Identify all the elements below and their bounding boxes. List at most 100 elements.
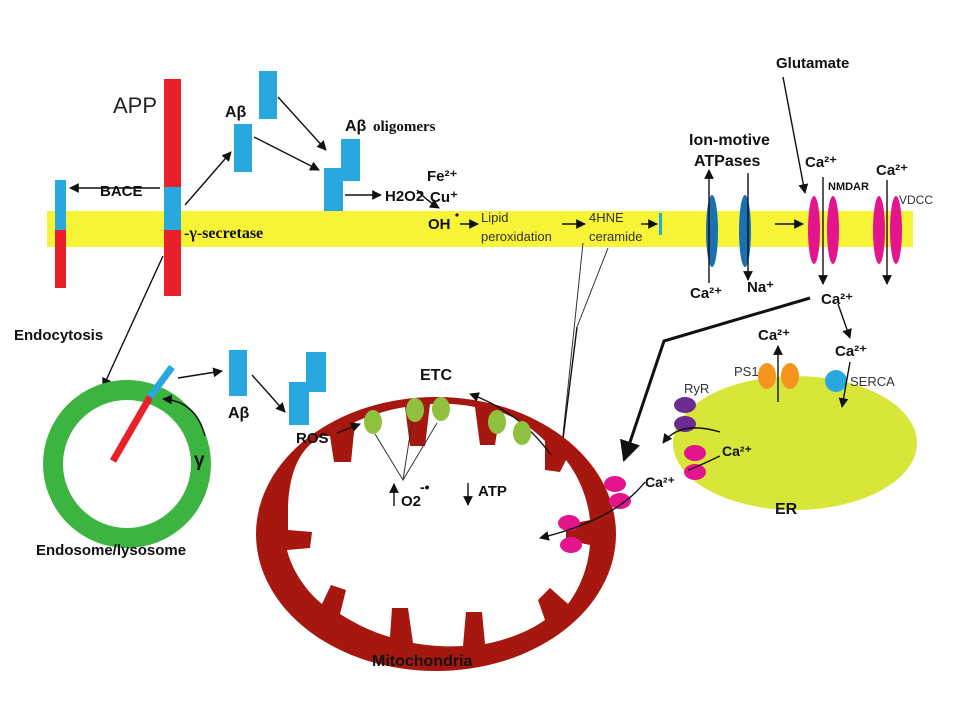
ca-below-label: Ca²⁺	[821, 291, 853, 308]
abeta-monomer-1	[234, 124, 252, 172]
hne-label-1: 4HNE	[589, 210, 624, 225]
atpase-channel-2	[739, 195, 751, 267]
ca-to-mito-arrow	[620, 296, 811, 462]
abeta-top-label: Aβ	[225, 104, 247, 121]
hne-target-mark	[659, 213, 662, 235]
hne-mito-line	[560, 242, 584, 455]
h2o2-to-oh-arrow	[416, 189, 440, 209]
etc-complex-2	[406, 398, 424, 422]
nmdar-channel-1	[808, 196, 820, 264]
mitochondrion-cristae	[287, 403, 590, 647]
etc-complex-3	[432, 397, 450, 421]
ca-vdcc-label: Ca²⁺	[876, 162, 908, 179]
ros-label: ROS	[296, 430, 329, 447]
ion-motive-label-1: Ion-motive	[689, 132, 770, 149]
cleaved-app-fragment	[55, 180, 66, 288]
atp-label: ATP	[478, 483, 507, 500]
etc-to-superoxide-line-2	[402, 422, 438, 481]
hne-mito-line-2	[576, 247, 609, 328]
er-label: ER	[775, 501, 798, 518]
nmdar-channel-2	[827, 196, 839, 264]
lipid-label-2: peroxidation	[481, 229, 552, 244]
hne-label-2: ceramide	[589, 229, 642, 244]
vdcc-channel-1	[873, 196, 885, 264]
gamma-secretase-label: -γ-secretase	[184, 225, 263, 242]
ca-to-serca-arrow	[837, 303, 852, 339]
abeta-mid-label: Aβ	[228, 405, 250, 422]
cu-label: Cu⁺	[430, 189, 458, 206]
endosome-ring	[43, 380, 211, 548]
gamma-label: γ	[194, 450, 205, 471]
etc-label: ETC	[420, 367, 452, 384]
glutamate-arrow	[782, 76, 809, 194]
serca-ca-arrow	[838, 361, 851, 408]
mitochondria-label: Mitochondria	[372, 653, 473, 670]
serca-label: SERCA	[850, 374, 895, 389]
bace-label: BACE	[100, 183, 143, 200]
superoxide-mark: -•	[420, 479, 430, 495]
ca-serca-label: Ca²⁺	[835, 343, 867, 360]
nmdar-label: NMDAR	[828, 181, 869, 193]
app-protein	[164, 79, 181, 296]
abeta-to-oligomer-arrow-2	[253, 136, 320, 171]
app-label: APP	[113, 93, 157, 118]
serca-pump	[825, 370, 847, 392]
etc-complex-1	[364, 410, 382, 434]
mito-ca-channel-3	[558, 515, 580, 531]
ryr-label: RyR	[684, 381, 709, 396]
abeta-mid-to-oligomer-arrow	[251, 374, 286, 413]
hne-mito-arrow	[557, 326, 578, 456]
endocytosis-label: Endocytosis	[14, 327, 103, 344]
endosome-app-red	[109, 395, 154, 463]
ca-into-mito-arrow	[539, 481, 646, 541]
mito-ca-channel-1	[604, 476, 626, 492]
ps1-label: PS1	[734, 364, 759, 379]
plasma-membrane	[47, 211, 913, 247]
h2o2-label: H2O2	[385, 188, 424, 205]
endosome-label: Endosome/lysosome	[36, 542, 186, 559]
vdcc-label: VDCC	[899, 193, 933, 207]
fe-label: Fe²⁺	[427, 168, 458, 185]
ryr-ca-arrow	[662, 427, 721, 444]
vdcc-channel-2	[890, 196, 902, 264]
mito-ca-channel-4	[560, 537, 582, 553]
na-label: Na⁺	[747, 279, 774, 296]
endosome-app-blue	[147, 364, 175, 400]
abeta-oligomer-shape	[324, 139, 360, 211]
er-ca-release-line	[687, 455, 721, 471]
oh-radical-dot	[455, 213, 459, 217]
abeta-mid-oligomer	[289, 352, 326, 425]
glutamate-label: Glutamate	[776, 55, 849, 72]
ps1-channel-2	[781, 363, 799, 389]
abeta-mid-monomer	[229, 350, 247, 396]
ca-ps1-label: Ca²⁺	[758, 327, 790, 344]
ca-ryr-label: Ca²⁺	[722, 443, 752, 459]
ca-atpase-label: Ca²⁺	[690, 285, 722, 302]
ion-motive-label-2: ATPases	[694, 153, 761, 170]
atpase-channel-1	[706, 195, 718, 267]
etc-arrow	[469, 392, 552, 456]
ca-nmdar-label: Ca²⁺	[805, 154, 837, 171]
abeta-oligomers-symbol: Aβ	[345, 118, 367, 135]
abeta-oligomers-word: oligomers	[373, 119, 436, 135]
mito-ca-channel-2	[609, 493, 631, 509]
endosome-to-abeta-arrow	[177, 367, 223, 379]
abeta-monomer-2	[259, 71, 277, 119]
etc-complex-4	[488, 410, 506, 434]
abeta-to-oligomer-arrow-1	[277, 96, 327, 151]
er-body	[673, 376, 917, 510]
gamma-cleavage-arrow	[162, 394, 206, 437]
endocytosis-arrow	[102, 255, 164, 388]
oh-label: OH	[428, 216, 451, 233]
ca-mito-label: Ca²⁺	[645, 474, 675, 490]
ps1-channel-1	[758, 363, 776, 389]
o2-label: O2	[401, 493, 421, 510]
app-to-abeta-arrow	[184, 151, 232, 206]
ros-arrow	[336, 422, 361, 434]
lipid-label-1: Lipid	[481, 210, 508, 225]
er-ca-channel-2	[684, 464, 706, 480]
er-ca-channel-1	[684, 445, 706, 461]
ryr-channel-1	[674, 397, 696, 413]
